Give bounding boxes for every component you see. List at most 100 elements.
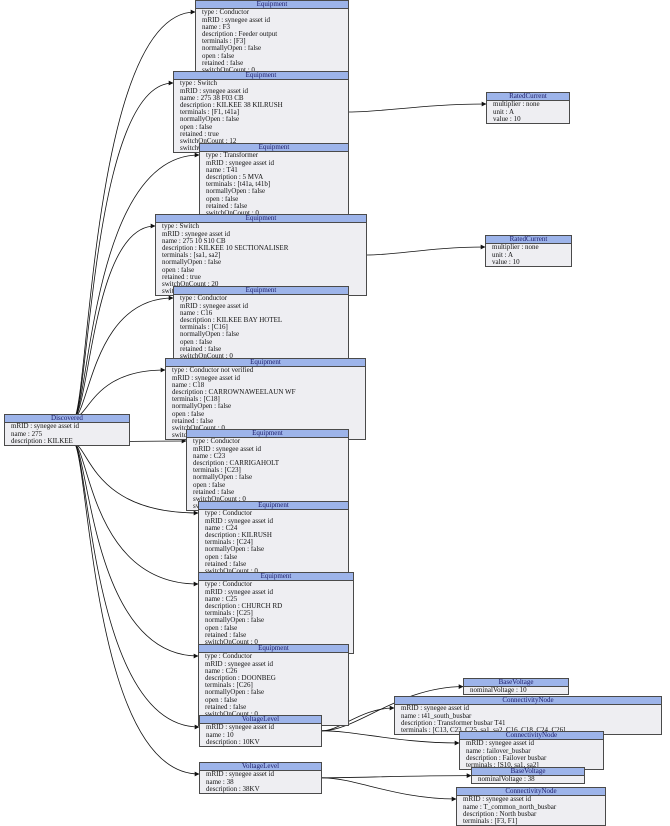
node-attribute: mRID : synegee asset id [162, 230, 231, 238]
node-attribute: type : Conductor [202, 9, 250, 17]
node-attribute: description : North busbar [463, 810, 537, 818]
node-title: Equipment [196, 0, 348, 10]
node-attribute: open : false [172, 410, 205, 418]
node-attribute: terminals : [F3, F1] [463, 818, 518, 826]
node-attribute: retained : false [205, 631, 247, 639]
node-attribute: open : false [205, 696, 238, 704]
node-attribute: nominalVoltage : 38 [478, 776, 535, 784]
node-attribute: nominalVoltage : 10 [470, 687, 527, 695]
node-attribute: terminals : [C18] [172, 396, 220, 404]
node-attribute: open : false [180, 338, 213, 346]
node-title: Equipment [156, 214, 366, 224]
node-attribute: type : Conductor not verified [172, 367, 254, 375]
node-attribute: name : t41_south_busbar [401, 712, 472, 720]
node-attribute: description : KILKEE BAY HOTEL [180, 317, 283, 325]
node-attribute: description : KILKEE 10 SECTIONALISER [162, 245, 289, 253]
node-attribute: normallyOpen : false [205, 546, 265, 554]
node-title: RatedCurrent [486, 235, 571, 245]
node-title: Equipment [199, 644, 348, 654]
node-attribute: name : C25 [205, 595, 238, 603]
edge-discovered-to-eq-c18 [74, 367, 166, 419]
node-attribute: description : CARRIGAHOLT [193, 460, 280, 468]
node-attribute: type : Switch [180, 80, 217, 88]
node-attribute: retained : false [206, 202, 248, 210]
node-attribute: multiplier : none [492, 244, 539, 252]
node-attribute: normallyOpen : false [206, 188, 266, 196]
node-attribute: name : T41 [206, 166, 238, 174]
node-attribute: normallyOpen : false [172, 403, 232, 411]
node-attribute: description : KILKEE [11, 437, 73, 445]
node-attribute: open : false [180, 123, 213, 131]
edge-discovered-to-eq-c26 [74, 443, 199, 659]
node-attribute: switchOnCount : 0 [202, 67, 348, 74]
node-title: ConnectivityNode [395, 696, 661, 706]
edge-discovered-to-eq-c25 [74, 443, 199, 587]
node-title: Equipment [174, 71, 348, 81]
node-attribute: description : Transformer busbar T41 [401, 719, 506, 727]
node-attribute: name : T_common_north_busbar [463, 803, 557, 811]
node-attribute: switchOnCount : 0 [205, 711, 348, 718]
edge-discovered-to-eq-275-10 [74, 223, 156, 419]
node-attribute: name : 38 [206, 778, 234, 786]
node-attribute: retained : false [205, 560, 247, 568]
node-title: VoltageLevel [200, 762, 321, 772]
node-attribute: type : Transformer [206, 152, 259, 160]
node-attribute: normallyOpen : false [193, 474, 253, 482]
node-attribute: normallyOpen : false [205, 689, 265, 697]
node-attribute: name : 10 [206, 731, 234, 739]
node-attribute: terminals : [F1, t41a] [180, 109, 240, 117]
node-attribute: description : 38KV [206, 785, 260, 793]
node-attribute: description : KILKEE 38 KILRUSH [180, 102, 283, 110]
node-attribute: description : KILRUSH [205, 532, 272, 540]
node-attribute: terminals : [C16] [180, 324, 228, 332]
node-title: BaseVoltage [464, 678, 568, 688]
node-attribute: name : C24 [205, 524, 238, 532]
node-attribute: retained : false [205, 703, 247, 711]
node-attribute: retained : false [202, 59, 244, 67]
node-attribute: description : Failover busbar [466, 754, 547, 762]
node-attribute: mRID : synegee asset id [180, 302, 249, 310]
node-attribute: switchOnCount : 0 [205, 568, 348, 575]
node-attribute: switchOnCount : 20 [162, 281, 219, 289]
node-title: Equipment [187, 429, 348, 439]
node-attribute: switchOnCount : 0 [193, 496, 246, 504]
node-attribute: mRID : synegee asset id [202, 16, 271, 24]
node-title: Equipment [199, 501, 348, 511]
node-attribute: open : false [162, 266, 195, 274]
node-attribute: unit : A [493, 108, 515, 116]
node-attribute: normallyOpen : false [205, 617, 265, 625]
node-attribute: mRID : synegee asset id [206, 771, 275, 779]
node-attribute: name : failover_busbar [466, 747, 531, 755]
node-attribute: type : Switch [162, 223, 199, 231]
node-attribute: name : 275 38 F03 CB [180, 94, 244, 102]
node-attribute: multiplier : none [493, 101, 540, 109]
node-attribute: normallyOpen : false [162, 259, 222, 267]
node-attribute: mRID : synegee asset id [401, 705, 470, 713]
node-attribute: mRID : synegee asset id [180, 87, 249, 95]
node-attribute: retained : true [180, 130, 219, 138]
node-attribute: name : C16 [180, 309, 213, 317]
node-attribute: description : CHURCH RD [205, 603, 283, 611]
node-attribute: unit : A [492, 251, 514, 259]
node-attribute: switchOnCount : 0 [206, 210, 348, 217]
node-title: ConnectivityNode [460, 731, 603, 741]
node-attribute: mRID : synegee asset id [172, 374, 241, 382]
node-attribute: mRID : synegee asset id [11, 423, 80, 431]
node-attribute: switchOnCount : 0 [205, 639, 258, 647]
node-attribute: terminals : [t41a, t41b] [206, 181, 271, 189]
node-attribute: terminals : [F3] [202, 38, 246, 46]
node-attribute: description : DOONBEG [205, 675, 276, 683]
node-title: Equipment [200, 143, 348, 153]
node-attribute: name : 275 [11, 430, 43, 438]
